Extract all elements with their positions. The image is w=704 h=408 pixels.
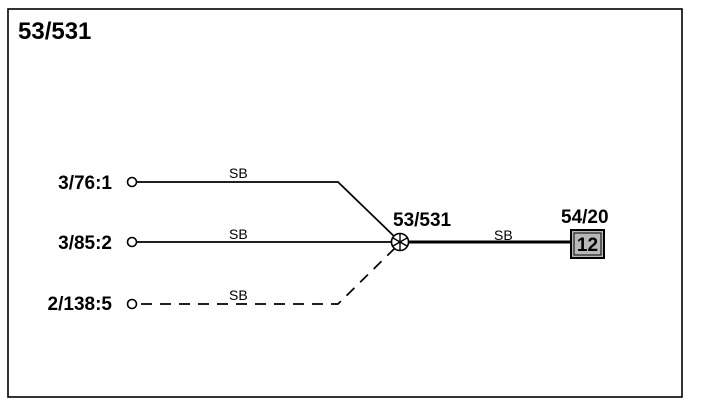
splice-label: 53/531 bbox=[393, 210, 452, 231]
connector-pin-number: 12 bbox=[577, 235, 598, 256]
wire-1[interactable] bbox=[137, 181, 401, 243]
splice-icon[interactable] bbox=[390, 232, 410, 252]
terminal-label-2: 3/85:2 bbox=[58, 233, 112, 254]
diagram-frame bbox=[7, 8, 683, 398]
connector-icon[interactable] bbox=[570, 229, 605, 259]
terminal-pin-1[interactable] bbox=[126, 176, 138, 188]
wire-label-2: SB bbox=[229, 226, 248, 242]
diagram-title: 53/531 bbox=[18, 18, 91, 45]
terminal-label-3: 2/138:5 bbox=[48, 294, 113, 315]
terminal-pin-3[interactable] bbox=[126, 298, 138, 310]
wire-label-1: SB bbox=[229, 165, 248, 181]
connector-label: 54/20 bbox=[561, 207, 609, 228]
terminal-pin-2[interactable] bbox=[126, 236, 138, 248]
output-wire-label: SB bbox=[494, 227, 513, 243]
terminal-label-1: 3/76:1 bbox=[58, 173, 112, 194]
wire-label-3: SB bbox=[229, 287, 248, 303]
wire-3[interactable] bbox=[141, 248, 395, 305]
